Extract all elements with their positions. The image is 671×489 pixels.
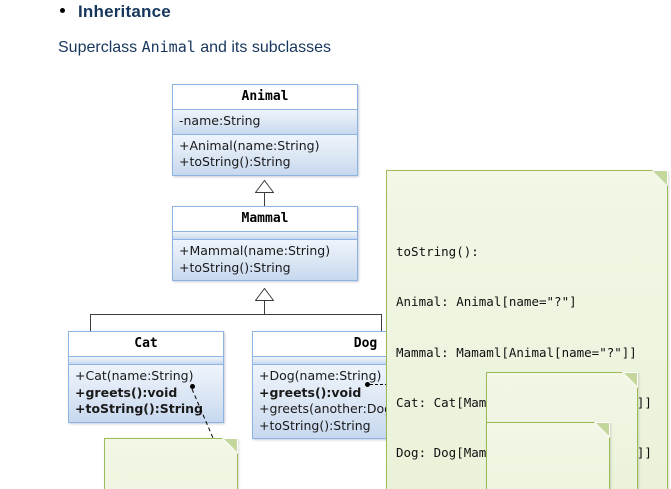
uml-method: +greets(another:Dog):void: [259, 401, 428, 416]
connector-subclass-branch: [90, 314, 381, 315]
uml-class-mammal-title: Mammal: [173, 207, 357, 232]
uml-class-mammal-methods: +Mammal(name:String) +toString():String: [173, 240, 357, 280]
uml-method: +Animal(name:String): [179, 137, 320, 153]
uml-method: +greets():void: [259, 384, 362, 400]
note-line: Animal: Animal[name="?"]: [396, 294, 577, 310]
connector-mammal-stem: [264, 288, 265, 314]
uml-class-animal[interactable]: Animal -name:String +Animal(name:String)…: [172, 84, 358, 176]
uml-method: +toString():String: [179, 154, 291, 169]
uml-class-cat-attributes: [69, 357, 223, 365]
uml-method: +greets():void: [75, 384, 178, 400]
uml-method: +Dog(name:String): [259, 368, 382, 383]
uml-method: +toString():String: [179, 259, 291, 275]
uml-attribute: -name:String: [179, 113, 261, 128]
generalization-arrow-animal: [255, 180, 274, 193]
page-title: Inheritance: [78, 2, 171, 21]
note-fold-icon: [653, 171, 667, 185]
uml-method: +toString():String: [259, 417, 371, 433]
connector-branch-cat: [90, 314, 91, 332]
uml-class-cat-methods: +Cat(name:String) +greets():void +toStri…: [69, 365, 223, 422]
uml-class-mammal[interactable]: Mammal +Mammal(name:String) +toString():…: [172, 206, 358, 281]
uml-method: +Cat(name:String): [75, 368, 194, 383]
subtitle-prefix: Superclass: [58, 39, 142, 56]
uml-class-mammal-attributes: [173, 232, 357, 240]
note-fold-icon: [596, 423, 609, 436]
uml-method: +toString():String: [75, 401, 204, 416]
note-print-woooof[interactable]: Print "Woooof": [486, 422, 610, 489]
note-line: toString():: [396, 244, 479, 259]
connector-animal-mammal: [264, 180, 265, 207]
uml-method: +Mammal(name:String): [179, 243, 331, 258]
uml-class-animal-methods: +Animal(name:String) +toString():String: [173, 134, 357, 175]
note-print-meow[interactable]: Print "Meow": [104, 438, 238, 489]
note-anchor-dot-dog-greets: [365, 382, 370, 387]
uml-class-cat[interactable]: Cat +Cat(name:String) +greets():void +to…: [68, 331, 224, 423]
subtitle-class-name: Animal: [141, 38, 196, 56]
slide-heading: Inheritance: [60, 2, 171, 22]
generalization-arrow-mammal: [255, 288, 274, 301]
note-fold-icon: [624, 373, 637, 386]
uml-class-animal-title: Animal: [173, 85, 357, 110]
uml-class-animal-attributes: -name:String: [173, 110, 357, 135]
slide-subtitle: Superclass Animal and its subclasses: [58, 38, 331, 57]
note-fold-icon: [224, 439, 237, 452]
bullet-dot-icon: [60, 8, 65, 13]
note-anchor-dot-cat-greets: [190, 384, 195, 389]
uml-class-dog-attributes: [253, 357, 478, 365]
uml-class-cat-title: Cat: [69, 332, 223, 357]
note-line: Mammal: Mamaml[Animal[name="?"]]: [396, 344, 637, 360]
connector-branch-dog: [381, 314, 382, 332]
subtitle-suffix: and its subclasses: [195, 39, 331, 56]
